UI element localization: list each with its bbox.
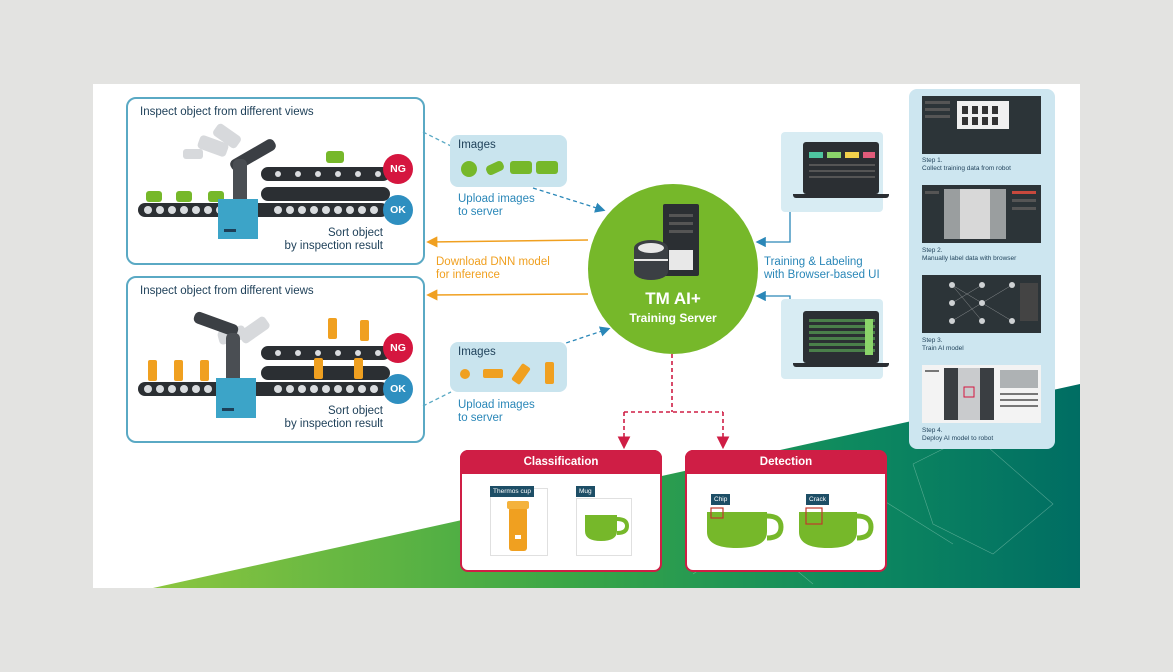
dashed-link (422, 131, 452, 147)
bottom-inspection-panel: Inspect object from different views (126, 276, 425, 443)
laptop-card-top (781, 132, 889, 212)
step-1-screenshot (922, 96, 1041, 154)
server-icon (634, 204, 699, 280)
upload-line-2: to server (458, 206, 503, 218)
step-4-label: Step 4. Deploy AI model to robot (922, 427, 1052, 443)
download-line-1: Download DNN model (436, 256, 550, 268)
conveyor-illustration (138, 123, 390, 239)
step-desc: Collect training data from robot (922, 165, 1011, 172)
chip-tag: Chip (711, 494, 731, 505)
step-2-screenshot (922, 185, 1041, 243)
upload-line-1: Upload images (458, 399, 535, 411)
step-desc: Deploy AI model to robot (922, 435, 994, 442)
step-1-label: Step 1. Collect training data from robot (922, 157, 1052, 173)
images-label: Images (458, 346, 496, 358)
ok-badge: OK (383, 195, 413, 225)
laptop-base (793, 363, 889, 367)
panel-title: Inspect object from different views (140, 285, 314, 297)
sort-line-2: by inspection result (284, 418, 383, 430)
training-line-1: Training & Labeling (764, 256, 863, 268)
images-box-bottom: Images (450, 342, 567, 392)
sort-line-2: by inspection result (284, 240, 383, 252)
step-desc: Train AI model (922, 345, 964, 352)
download-line-2: for inference (436, 269, 500, 281)
laptop-card-bottom (781, 299, 889, 379)
classification-card: Classification Thermos cup Mug (460, 450, 662, 572)
classification-title: Classification (460, 450, 662, 474)
upload-line-2: to server (458, 412, 503, 424)
steps-panel: Step 1. Collect training data from robot… (909, 89, 1055, 449)
ok-badge: OK (383, 374, 413, 404)
diagram-canvas: Inspect object from different views (93, 84, 1080, 588)
upload-arrow-top (532, 187, 606, 213)
detection-card: Detection Chip Crack (685, 450, 887, 572)
mug-image (576, 498, 632, 556)
sort-line-1: Sort object (328, 227, 383, 239)
robot-arm (193, 311, 239, 337)
upload-label-top: Upload images to server (458, 193, 535, 219)
download-arrow-bottom (426, 289, 589, 301)
upload-line-1: Upload images (458, 193, 535, 205)
laptop-screen (803, 311, 879, 363)
mug-thumbnails (461, 160, 558, 177)
download-arrow-top (426, 236, 589, 248)
training-server-circle: TM AI+ Training Server (588, 184, 758, 354)
thermos-tag: Thermos cup (490, 486, 534, 497)
step-2-label: Step 2. Manually label data with browser (922, 247, 1052, 263)
detection-title: Detection (685, 450, 887, 474)
cup-thumbnails (460, 362, 554, 385)
top-inspection-panel: Inspect object from different views (126, 97, 425, 265)
images-box-top: Images (450, 135, 567, 187)
dashed-link (422, 391, 452, 407)
detection-mugs (707, 507, 874, 548)
training-label: Training & Labeling with Browser-based U… (764, 256, 880, 282)
step-title: Step 1. (922, 157, 943, 164)
server-title: TM AI+ (645, 289, 701, 308)
ng-badge: NG (383, 154, 413, 184)
step-3-screenshot (922, 275, 1041, 333)
step-title: Step 3. (922, 337, 943, 344)
upload-label-bottom: Upload images to server (458, 399, 535, 425)
download-label: Download DNN model for inference (436, 256, 550, 282)
sort-line-1: Sort object (328, 405, 383, 417)
connector-arrows (422, 131, 791, 450)
sort-label: Sort object by inspection result (278, 227, 383, 253)
panel-title: Inspect object from different views (140, 106, 314, 118)
upload-arrow-bottom (532, 326, 611, 355)
step-desc: Manually label data with browser (922, 255, 1017, 262)
images-label: Images (458, 139, 496, 151)
mug-tag: Mug (576, 486, 595, 497)
sort-label: Sort object by inspection result (278, 405, 383, 431)
step-3-label: Step 3. Train AI model (922, 337, 1052, 353)
step-4-screenshot (922, 365, 1041, 423)
thermos-image (490, 488, 548, 556)
training-line-2: with Browser-based UI (764, 269, 880, 281)
ng-badge: NG (383, 333, 413, 363)
step-title: Step 2. (922, 247, 943, 254)
conveyor-illustration (138, 311, 390, 418)
server-subtitle: Training Server (629, 311, 717, 325)
laptop-base (793, 194, 889, 198)
training-arrow-top (755, 209, 791, 248)
step-title: Step 4. (922, 427, 943, 434)
crack-tag: Crack (806, 494, 829, 505)
laptop-screen (803, 142, 879, 194)
